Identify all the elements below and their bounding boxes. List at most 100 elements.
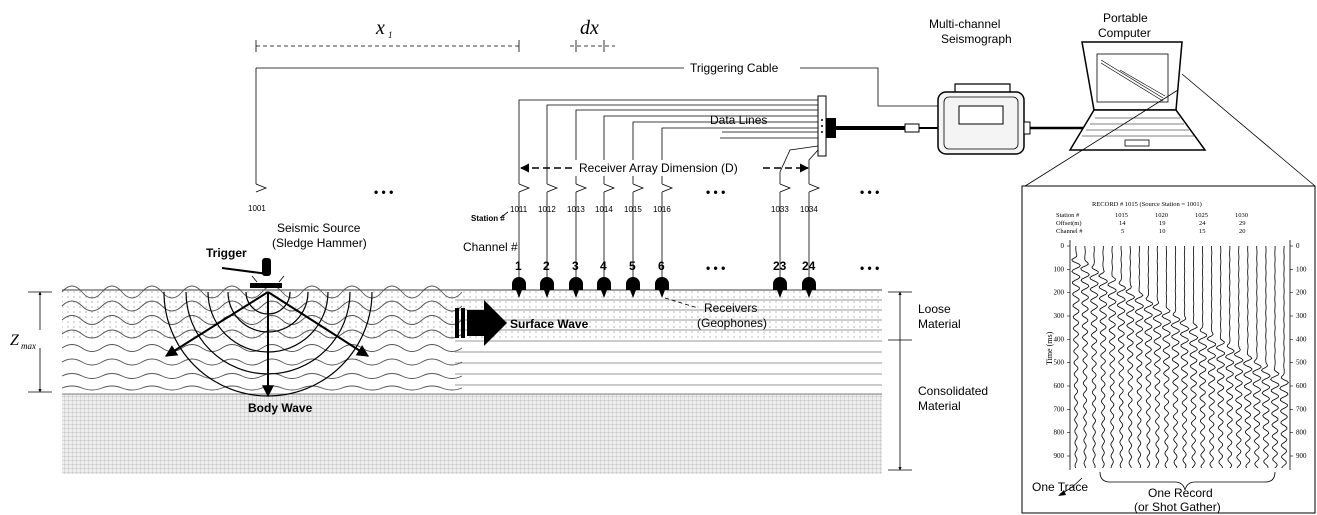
laptop-screen-traces [1100, 59, 1166, 102]
seismic-trace [1098, 245, 1108, 469]
receivers-label-2: (Geophones) [697, 316, 767, 330]
record-station: 1015 [1115, 212, 1128, 219]
surface-wave-label: Surface Wave [510, 317, 589, 331]
consolidated-label-1: Consolidated [918, 384, 988, 398]
trigger-wire [221, 267, 269, 275]
source-station: 1001 [248, 204, 266, 213]
geophone-icon [655, 277, 669, 298]
time-tick-label: 300 [1054, 312, 1065, 320]
record-channel: 20 [1239, 228, 1246, 235]
sledge-hammer-icon [262, 258, 271, 276]
laptop-touchpad [1124, 139, 1150, 147]
source-label-2: (Sledge Hammer) [272, 236, 367, 250]
station-numbers: 1011 1012 1013 1014 1015 1016 1033 1034 [510, 205, 818, 214]
zmax-label: Z [10, 332, 20, 349]
record-row-label: Offset(m) [1056, 220, 1082, 227]
record-offset: 14 [1119, 220, 1126, 227]
source-flag [255, 183, 268, 193]
one-record-label-1: One Record [1148, 486, 1213, 500]
time-tick-label: 900 [1296, 452, 1307, 460]
x1-label: x [375, 17, 385, 39]
channel-number: 6 [658, 259, 665, 273]
receivers-pointer [664, 297, 699, 309]
ellipsis-group: • • • • • • • • • • • • • • • [374, 185, 879, 275]
array-dimension: Receiver Array Dimension (D) [520, 160, 809, 176]
time-tick-label: 400 [1296, 335, 1307, 343]
record-channel: 5 [1121, 228, 1124, 235]
triggering-cable-label: Triggering Cable [690, 61, 779, 75]
ground: Body Wave Surface Wave [61, 285, 882, 474]
connector-box [817, 95, 938, 157]
geophone-icon [626, 277, 640, 298]
trigger-label: Trigger [206, 246, 247, 260]
record-panel: RECORD # 1015 (Source Station = 1001) St… [1021, 185, 1316, 514]
geophone-icon [569, 277, 583, 298]
zmax-subscript: max [21, 341, 36, 351]
seismic-trace [1143, 246, 1153, 469]
seismic-trace [1134, 245, 1145, 469]
time-tick-label: 200 [1296, 289, 1307, 297]
time-tick-label: 400 [1054, 335, 1065, 343]
seismic-trace [1206, 245, 1217, 469]
time-tick-label: 300 [1296, 312, 1307, 320]
seismic-trace [1233, 245, 1244, 469]
geophone-icon [512, 277, 526, 298]
receivers-label-1: Receivers [704, 301, 757, 315]
geophone-icon [597, 277, 611, 298]
time-tick-label: 900 [1054, 452, 1065, 460]
time-tick-label: 0 [1061, 242, 1065, 250]
time-tick-label: 800 [1054, 429, 1065, 437]
loose-label-1: Loose [918, 302, 951, 316]
channel-number: 1 [515, 259, 522, 273]
time-tick-label: 700 [1054, 405, 1065, 413]
channel-number: 24 [802, 259, 816, 273]
record-offset: 29 [1239, 220, 1246, 227]
strike-plate [250, 283, 282, 288]
x1-subscript: 1 [388, 30, 393, 40]
channel-number: 4 [600, 259, 607, 273]
record-offset: 19 [1159, 220, 1166, 227]
seismic-trace [1243, 245, 1253, 469]
station-number: 1012 [538, 205, 556, 214]
seismograph-handle [954, 83, 1011, 92]
record-channel: 15 [1199, 228, 1206, 235]
surface-wave-arrow [455, 300, 507, 346]
ellipsis: • • • [860, 261, 879, 275]
body-wave-label: Body Wave [248, 401, 313, 415]
geophone-icon [802, 277, 816, 298]
layer-lines [455, 299, 882, 386]
seismic-trace [1188, 245, 1199, 469]
one-trace-label: One Trace [1032, 480, 1088, 494]
station-number: 1034 [800, 205, 818, 214]
record-station: 1020 [1155, 212, 1168, 219]
station-number: 1033 [771, 205, 789, 214]
station-number: 1014 [595, 205, 613, 214]
zoom-line-right [1181, 73, 1316, 187]
time-tick-label: 700 [1296, 405, 1307, 413]
triggering-cable: Triggering Cable [256, 61, 938, 107]
computer-label-2: Computer [1098, 26, 1151, 40]
source-label-1: Seismic Source [277, 221, 361, 235]
seismic-trace [1279, 245, 1289, 469]
loose-label-2: Material [918, 317, 961, 331]
channel-numbers: 1 2 3 4 5 6 23 24 [515, 259, 816, 273]
time-axis-label: Time (ms) [1045, 331, 1054, 365]
seismograph-display [958, 105, 1004, 125]
seismic-trace [1116, 245, 1127, 469]
station-flags [518, 183, 821, 193]
seismic-trace [1170, 245, 1181, 469]
laptop-keyboard [1082, 117, 1194, 137]
zmax-dimension: Z max [8, 291, 52, 393]
time-tick-label: 800 [1296, 429, 1307, 437]
time-tick-label: 500 [1054, 359, 1065, 367]
record-channel: 10 [1159, 228, 1166, 235]
ellipsis: • • • [706, 261, 725, 275]
station-number: 1015 [624, 205, 642, 214]
station-number: 1013 [567, 205, 585, 214]
geophones [512, 277, 816, 298]
record-offset: 24 [1199, 220, 1206, 227]
seismic-trace [1198, 245, 1208, 469]
geophone-cables [518, 192, 810, 282]
